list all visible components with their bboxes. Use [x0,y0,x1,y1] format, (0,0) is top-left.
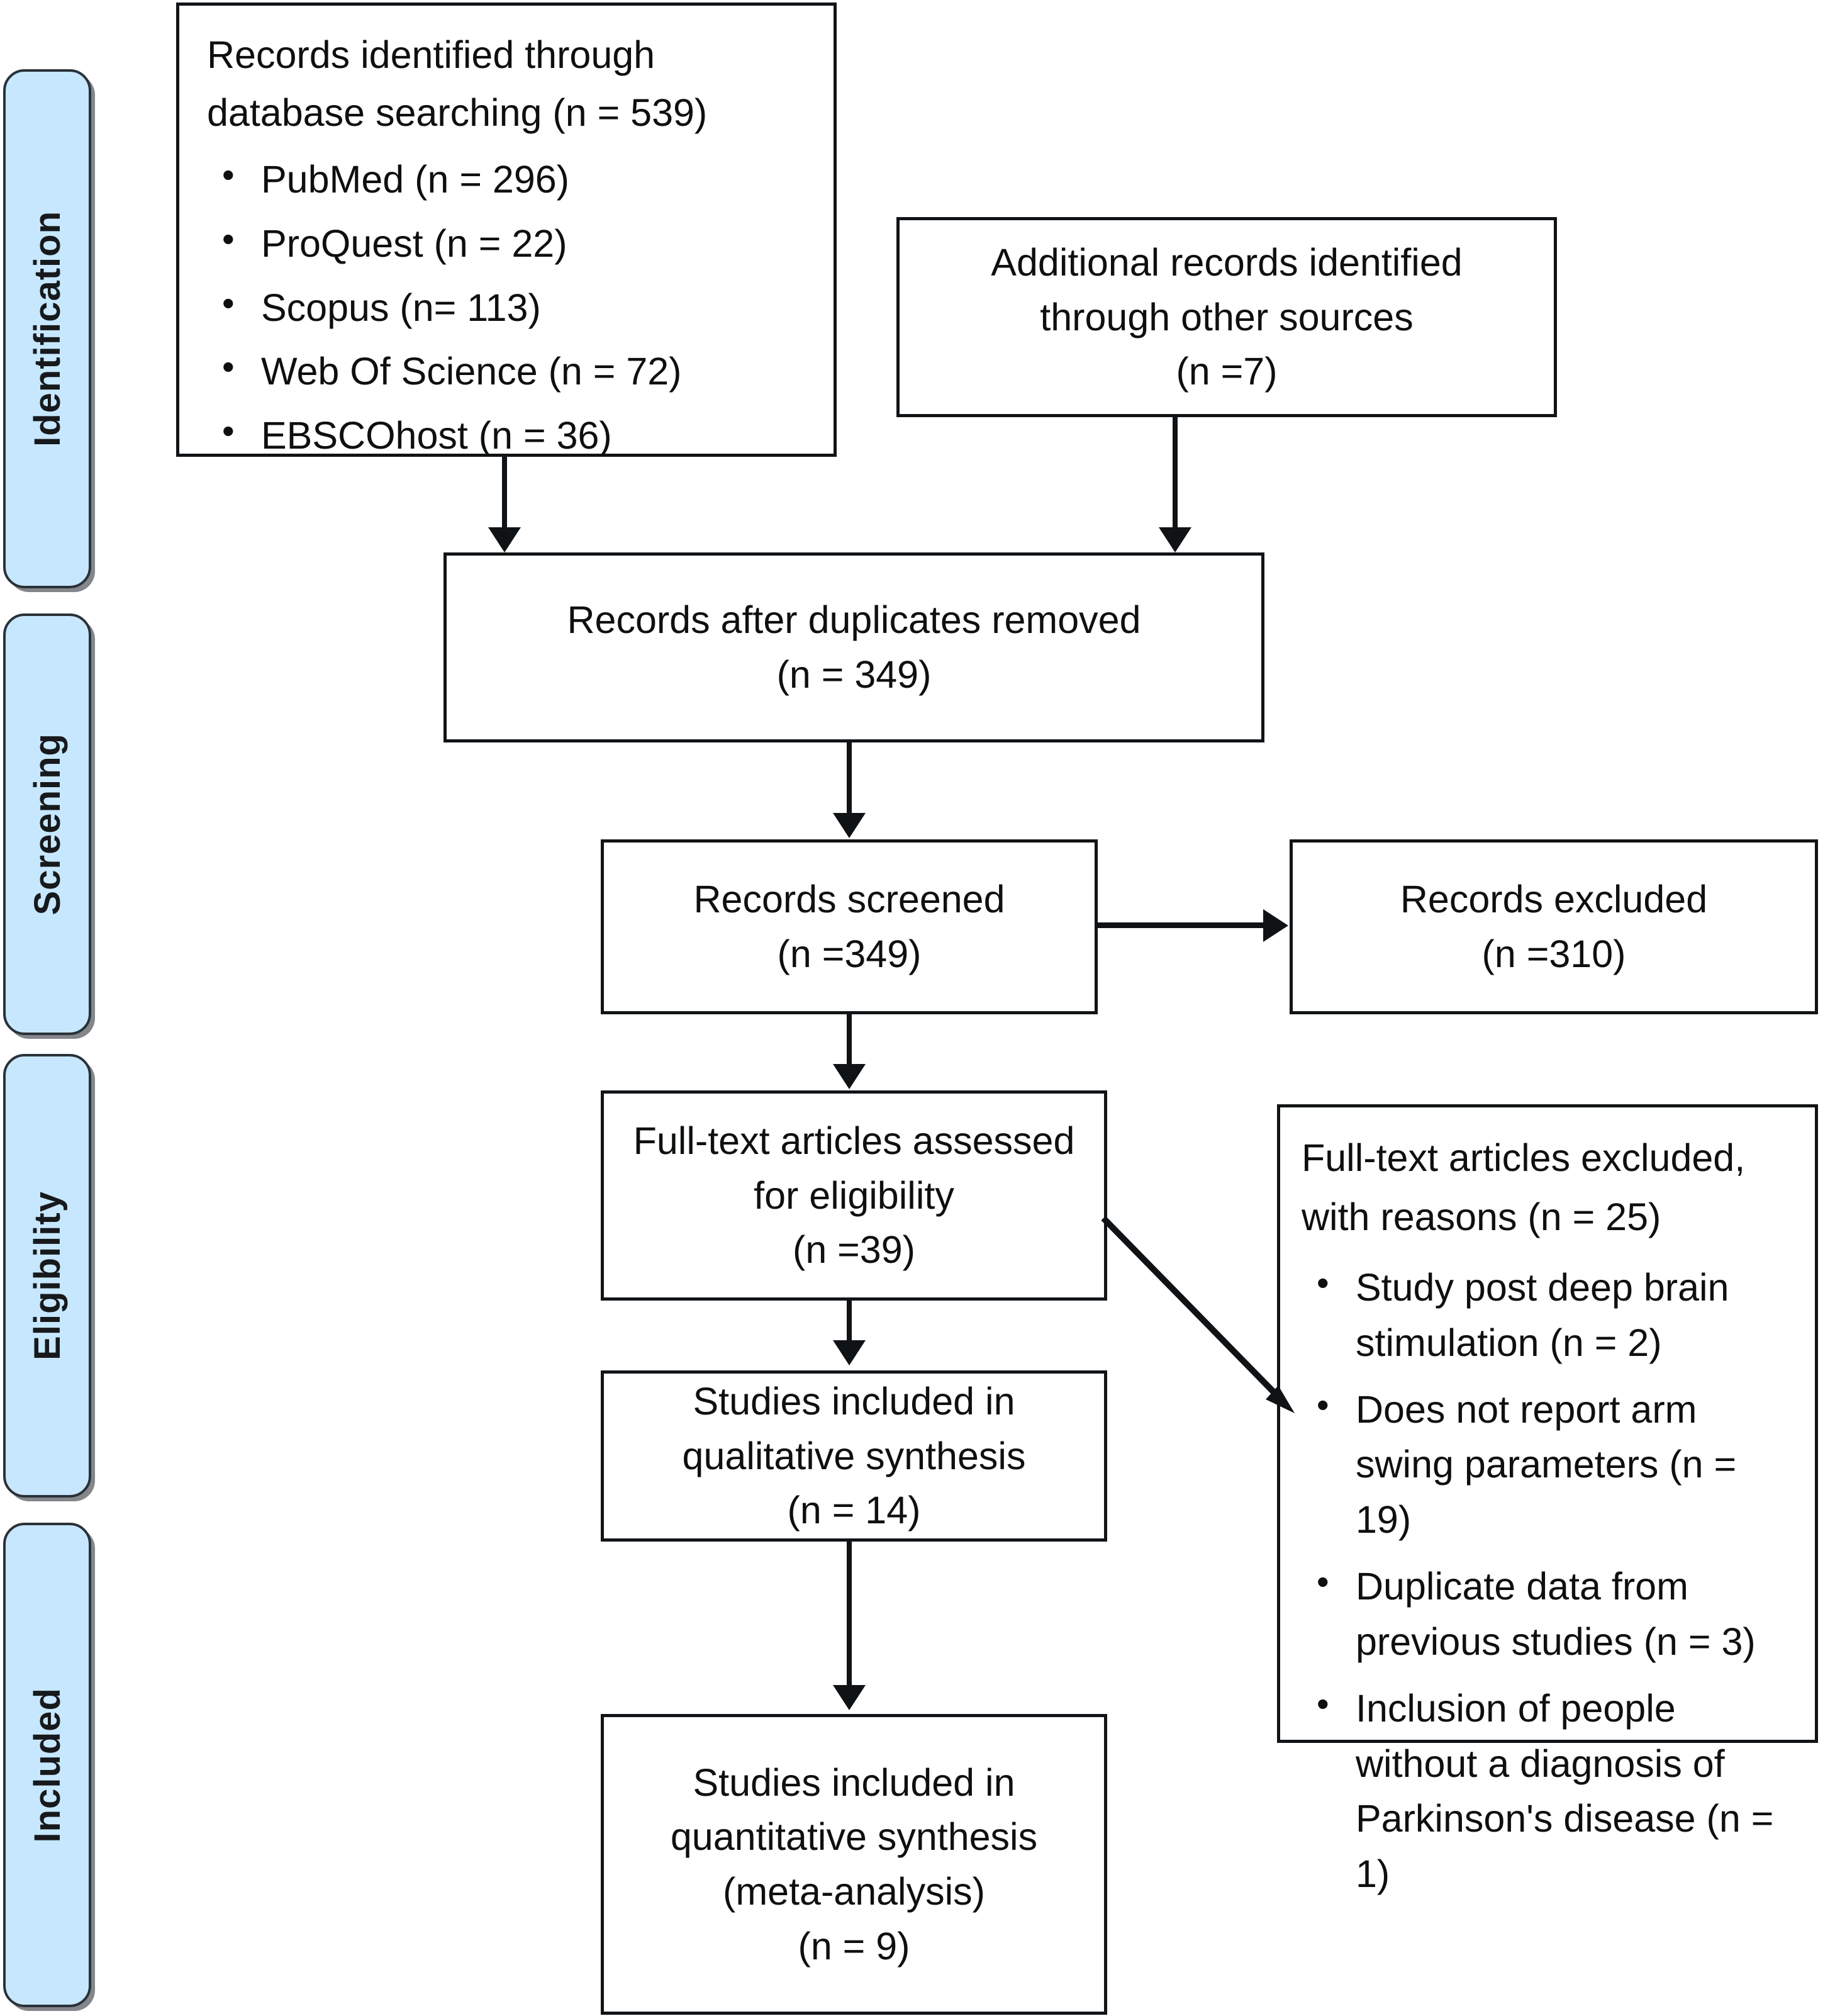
records-identified-heading-line1: Records identified through [207,33,655,76]
arrowhead-qualitative-to-quantitative [833,1685,866,1710]
list-item: Scopus (n= 113) [207,278,808,336]
connector-screened-to-excluded [1098,922,1266,928]
additional-records-line1: Additional records identified [991,241,1463,284]
fulltext-assessed-count: (n =39) [793,1228,915,1272]
stage-tab-label: Included [26,1687,68,1843]
connector-qualitative-to-quantitative [847,1542,852,1686]
fulltext-excluded-heading-line1: Full-text articles excluded, [1302,1136,1746,1179]
fulltext-assessed-line1: Full-text articles assessed [633,1119,1075,1163]
arrowhead-screened-to-fulltext [833,1064,866,1089]
duplicates-removed-count: (n = 349) [776,653,932,696]
quantitative-line1: Studies included in [693,1761,1015,1804]
list-item: Inclusion of people without a diagnosis … [1302,1679,1793,1902]
list-item: PubMed (n = 296) [207,150,808,208]
box-records-identified: Records identified through database sear… [176,3,837,457]
box-additional-records: Additional records identified through ot… [896,217,1557,417]
records-excluded-count: (n =310) [1481,932,1626,975]
stage-tab-included[interactable]: Included [3,1523,91,2007]
box-records-after-duplicates: Records after duplicates removed (n = 34… [443,552,1264,742]
exclusion-reason-list: Study post deep brain stimulation (n = 2… [1302,1249,1793,1902]
stage-tab-label: Screening [26,733,68,916]
list-item: Duplicate data from previous studies (n … [1302,1557,1793,1670]
connector-identified-to-duplicates [502,457,507,529]
connector-additional-to-duplicates [1173,417,1178,529]
fulltext-excluded-heading-line2: with reasons (n = 25) [1302,1196,1661,1239]
connector-duplicates-to-screened [847,742,852,815]
arrowhead-screened-to-excluded [1263,909,1288,942]
stage-tab-screening[interactable]: Screening [3,613,91,1035]
list-item: Does not report arm swing parameters (n … [1302,1380,1793,1548]
qualitative-line2: qualitative synthesis [682,1434,1026,1477]
stage-tab-eligibility[interactable]: Eligibility [3,1054,91,1498]
connector-fulltext-to-excluded-reasons [1101,1216,1295,1413]
quantitative-line3: (meta-analysis) [723,1870,985,1913]
additional-records-line2: through other sources [1040,295,1414,339]
stage-tab-label: Eligibility [26,1191,68,1360]
additional-records-count: (n =7) [1176,350,1278,393]
qualitative-line1: Studies included in [693,1380,1015,1423]
fulltext-assessed-line2: for eligibility [754,1173,954,1217]
connector-screened-to-fulltext [847,1014,852,1066]
box-quantitative-synthesis: Studies included in quantitative synthes… [601,1714,1107,2015]
list-item: ProQuest (n = 22) [207,214,808,272]
list-item: EBSCOhost (n = 36) [207,406,808,464]
box-records-excluded: Records excluded (n =310) [1290,839,1818,1014]
arrowhead-fulltext-to-qualitative [833,1340,866,1365]
box-records-screened: Records screened (n =349) [601,839,1098,1014]
box-fulltext-assessed: Full-text articles assessed for eligibil… [601,1090,1107,1301]
arrowhead-identified-to-duplicates [488,527,521,552]
qualitative-count: (n = 14) [787,1489,921,1532]
list-item: Web Of Science (n = 72) [207,342,808,400]
stage-tab-identification[interactable]: Identification [3,69,91,588]
stage-tab-label: Identification [26,211,68,447]
quantitative-line2: quantitative synthesis [670,1815,1038,1859]
database-source-list: PubMed (n = 296) ProQuest (n = 22) Scopu… [207,143,808,464]
records-screened-line1: Records screened [693,878,1005,921]
list-item: Study post deep brain stimulation (n = 2… [1302,1258,1793,1371]
records-identified-heading-line2: database searching (n = 539) [207,91,708,135]
arrowhead-additional-to-duplicates [1159,527,1191,552]
box-fulltext-excluded-reasons: Full-text articles excluded, with reason… [1277,1104,1818,1895]
box-qualitative-synthesis: Studies included in qualitative synthesi… [601,1370,1107,1542]
quantitative-count: (n = 9) [798,1924,910,1968]
arrowhead-duplicates-to-screened [833,813,866,838]
connector-fulltext-to-qualitative [847,1300,852,1343]
records-screened-count: (n =349) [777,932,922,975]
duplicates-removed-line1: Records after duplicates removed [567,598,1141,642]
records-excluded-line1: Records excluded [1400,878,1708,921]
